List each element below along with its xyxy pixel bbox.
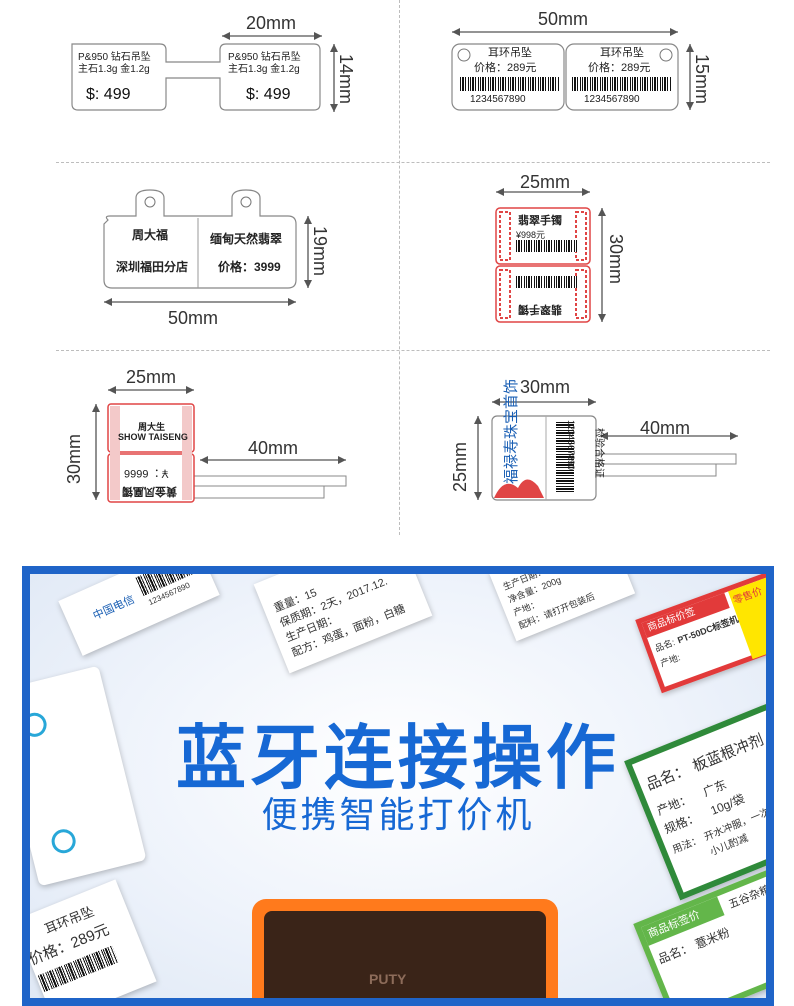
height-label-1: 14mm: [336, 54, 356, 105]
label2-left-barcode: [460, 77, 560, 91]
width-label-1: 20mm: [246, 13, 297, 33]
label1-right-line2: 主石1.3g 金1.2g: [228, 64, 300, 75]
label-spec-grid: 20mm 14mm P&950 钻石吊坠 主石1.3g 金1.2g $: 499…: [56, 0, 770, 535]
label4-top-barcode: [516, 240, 578, 252]
height-label-6: 25mm: [450, 441, 470, 492]
label3-right-line2: 价格：3999: [218, 260, 281, 274]
label2-right-title: 耳环吊坠: [600, 47, 644, 59]
card-telecom: 中国电信 1234567890: [58, 574, 220, 656]
printer-brand: PUTY: [369, 971, 407, 987]
width-label-3: 50mm: [168, 308, 219, 328]
card-info: 生产日期： 净含量：200g 产地： 配料：请打开包装后: [488, 574, 636, 642]
card-telecom-brand: 中国电信: [91, 593, 137, 623]
label1-left-line1: P&950 钻石吊坠: [78, 52, 151, 63]
label5-price: ￥：6666: [124, 467, 171, 479]
label1-right-price: $: 499: [246, 86, 291, 103]
promo-subtitle: 便携智能打价机: [261, 794, 535, 835]
label4-top-title: 翡翠手镯: [518, 215, 562, 227]
label2-left-price: 价格：289元: [474, 62, 537, 74]
promo-banner: 中国电信 1234567890 重量：15 保质期：2天，2017.12. 生产…: [22, 566, 774, 1006]
height-label-3: 19mm: [310, 226, 330, 277]
card-earring: 耳环吊坠 价格：289元: [30, 879, 157, 998]
width-label-5: 25mm: [126, 367, 177, 387]
height-label-5: 30mm: [64, 433, 84, 484]
width-label-2: 50mm: [538, 9, 589, 29]
label6-right-text: 检验合格证: [593, 428, 604, 478]
label-printer: PUTY: [252, 899, 558, 998]
grid-divider-row2: [56, 350, 770, 351]
label4-price: ¥998元: [516, 230, 546, 240]
label2-right-code: 1234567890: [584, 94, 640, 105]
dimension-arrows-3: [103, 189, 312, 306]
label3-right-line1: 缅甸天然翡翠: [210, 232, 283, 246]
grid-divider-row1: [56, 162, 770, 163]
dimension-arrows-5: [92, 386, 347, 503]
label1-left-line2: 主石1.3g 金1.2g: [78, 64, 150, 75]
label5-brand-cn: 周大生: [138, 422, 166, 432]
label1-right-line1: P&950 钻石吊坠: [228, 52, 301, 63]
card-food: 重量：15 保质期：2天，2017.12. 生产日期： 配方：鸡蛋，面粉，白糖: [253, 574, 433, 674]
label2-right-barcode: [572, 77, 672, 91]
dimension-arrows-1: [71, 32, 338, 112]
label6-code: 1234567890: [566, 420, 576, 471]
label4-bottom-barcode: [516, 276, 578, 288]
dimension-arrows-4: [495, 188, 606, 323]
label6-left-text: 福禄寿珠宝首饰: [503, 378, 520, 484]
card-red-origin: 产地:: [659, 652, 682, 669]
tail-label-5: 40mm: [248, 438, 299, 458]
card-lgreen-tag: 五谷杂粮: [727, 883, 773, 912]
card-lgreen-v1: 薏米粉: [693, 925, 732, 952]
promo-title: 蓝牙连接操作: [176, 719, 620, 797]
printer-window: PUTY: [264, 911, 546, 998]
card-red-price: 商品标价签 零售价 品名: PT-50DC标签机 产地:: [635, 574, 766, 694]
label5-product: 黄金凤凰镯: [122, 485, 177, 497]
label3-left-line1: 周大福: [132, 228, 169, 242]
label6-barcode: [556, 420, 574, 492]
label2-right-price: 价格：289元: [588, 62, 651, 74]
card-lgreen-name: 品名：: [655, 940, 695, 967]
label2-left-title: 耳环吊坠: [488, 47, 532, 59]
label2-left-code: 1234567890: [470, 94, 526, 105]
label5-brand-en: SHOW TAISENG: [118, 432, 188, 442]
tail-label-6: 40mm: [640, 418, 691, 438]
label3-left-line2: 深圳福田分店: [116, 260, 189, 274]
label4-bottom-title: 翡翠手镯: [518, 303, 562, 315]
label1-left-price: $: 499: [86, 86, 131, 103]
width-label-4: 25mm: [520, 172, 571, 192]
height-label-2: 15mm: [692, 54, 712, 105]
height-label-4: 30mm: [606, 234, 626, 285]
grid-divider-vertical: [399, 0, 400, 535]
width-label-6: 30mm: [520, 377, 571, 397]
card-green-v1: 板蓝根冲剂: [690, 731, 767, 776]
